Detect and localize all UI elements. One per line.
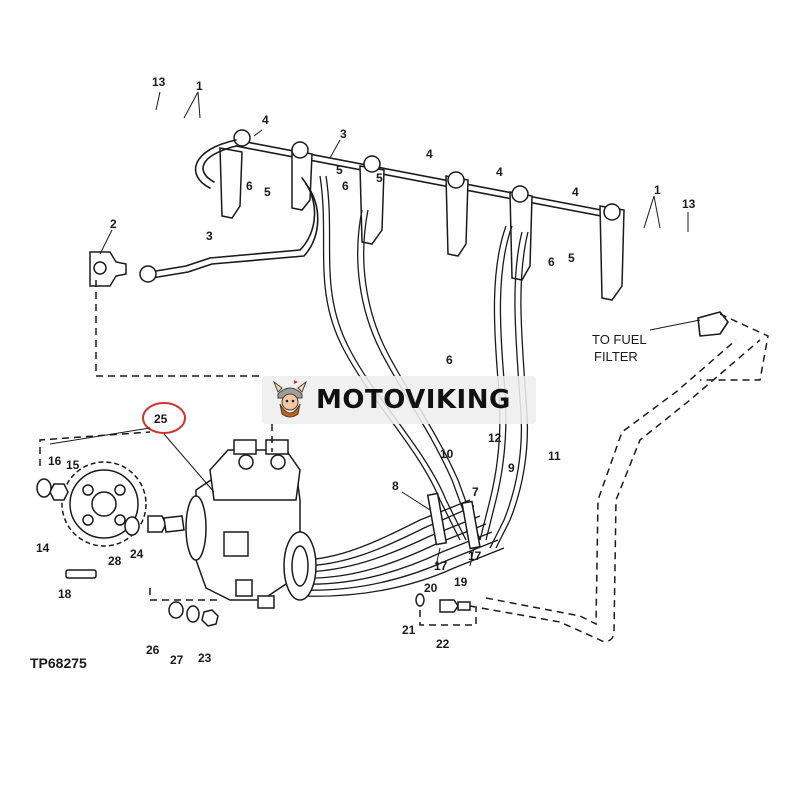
callout-4-c: 4 <box>496 165 503 179</box>
viking-mascot-icon <box>272 380 308 418</box>
callout-8: 8 <box>392 479 399 493</box>
callout-7: 7 <box>472 485 479 499</box>
watermark-banner: MOTOVIKING <box>262 376 536 424</box>
highlight-circle <box>142 402 186 434</box>
leader-lines <box>49 91 689 567</box>
callout-22: 22 <box>436 637 450 651</box>
callout-10: 10 <box>440 447 454 461</box>
callout-5-c: 5 <box>376 171 383 185</box>
watermark-brand-text: MOTOVIKING <box>316 385 511 415</box>
callout-28: 28 <box>108 554 122 568</box>
callout-25: 25 <box>154 412 168 426</box>
note-line-1: TO FUEL <box>592 332 647 347</box>
figure-id: TP68275 <box>30 655 87 671</box>
callout-12: 12 <box>488 431 502 445</box>
callout-5-a: 5 <box>336 163 343 177</box>
callout-15: 15 <box>66 458 80 472</box>
callout-6-d: 6 <box>446 353 453 367</box>
callout-18: 18 <box>58 587 72 601</box>
callout-11: 11 <box>548 449 561 463</box>
callout-26: 26 <box>146 643 160 657</box>
callout-27: 27 <box>170 653 184 667</box>
callout-19: 19 <box>454 575 468 589</box>
callout-6-b: 6 <box>342 179 349 193</box>
callout-2: 2 <box>110 217 117 231</box>
callout-21: 21 <box>402 623 416 637</box>
injection-pump <box>185 439 317 609</box>
callout-13-left: 13 <box>152 75 166 89</box>
injector-assembly <box>89 129 625 301</box>
callout-23: 23 <box>198 651 212 665</box>
callout-17-left: 17 <box>434 559 448 573</box>
callout-5-d: 5 <box>568 251 575 265</box>
callout-5-b: 5 <box>264 185 271 199</box>
callout-4-a: 4 <box>262 113 269 127</box>
callout-1-right: 1 <box>654 183 661 197</box>
callout-4-b: 4 <box>426 147 433 161</box>
callout-1-left: 1 <box>196 79 203 93</box>
callouts: 25 13 1 4 3 5 6 5 5 6 4 4 4 1 13 2 3 6 5… <box>36 75 696 667</box>
callout-20: 20 <box>424 581 438 595</box>
callout-4-d: 4 <box>572 185 579 199</box>
drive-gear-group <box>36 431 477 627</box>
callout-9: 9 <box>508 461 515 475</box>
note-line-2: FILTER <box>594 349 638 364</box>
fuel-filter-return-line <box>95 280 769 643</box>
callout-14: 14 <box>36 541 50 555</box>
callout-17-right: 17 <box>468 549 482 563</box>
callout-3-b: 3 <box>206 229 213 243</box>
callout-24: 24 <box>130 547 144 561</box>
callout-3-a: 3 <box>340 127 347 141</box>
callout-16: 16 <box>48 454 62 468</box>
callout-6-c: 6 <box>548 255 555 269</box>
callout-6-a: 6 <box>246 179 253 193</box>
callout-13-right: 13 <box>682 197 696 211</box>
